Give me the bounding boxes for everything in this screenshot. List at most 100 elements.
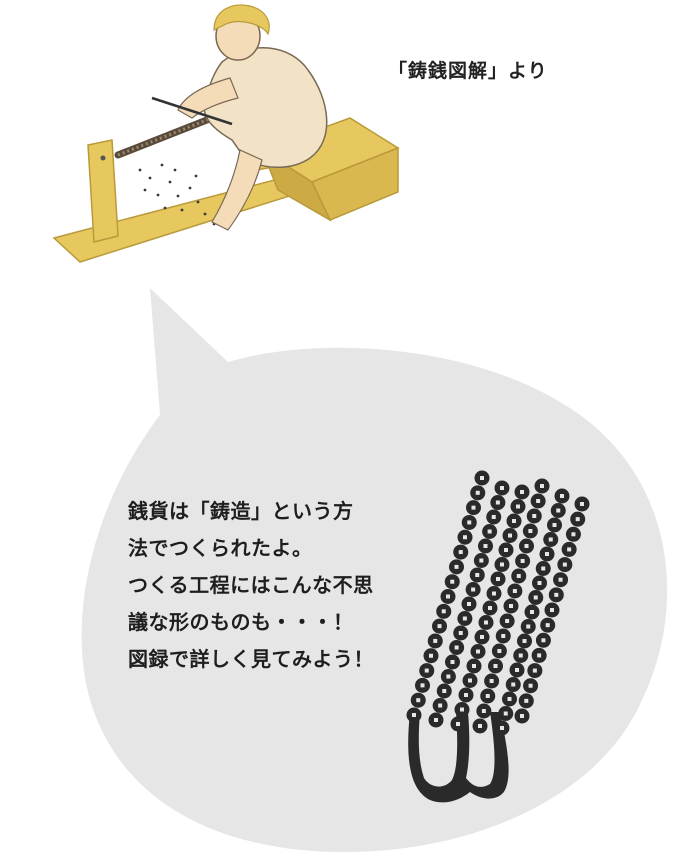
coin-hole [441,609,446,614]
coin-hole [488,606,492,610]
coin-hole [496,577,500,581]
coin-hole [533,595,538,600]
coin-hole [532,514,537,518]
coin-hole [528,529,533,533]
message-line: 議な形のものも・・・！ [128,610,354,634]
coin-hole [478,724,482,728]
coin-hole [433,638,438,643]
coin-hole [491,515,496,519]
file-tool [151,96,233,126]
coin-hole [462,616,467,621]
coin-hole [520,559,525,563]
coin-hole [495,500,500,505]
coin-hole [548,537,553,542]
coin-hole [508,533,512,538]
coin-hole [528,683,533,688]
worker-illustration-icon [52,4,400,263]
coin-hole [497,649,502,653]
coin-hole [450,660,455,664]
coin-hole [520,714,524,718]
coin-hole [552,523,557,527]
coin-hole [512,589,517,593]
coin-hole [512,519,516,523]
coin-hole [516,504,520,509]
coin-hole [540,484,544,488]
coin-hole [480,635,484,639]
coin-hole [481,709,486,713]
coin-hole [458,631,463,635]
coin-hole [492,591,496,596]
coin-hole [446,594,450,599]
coin-hole [530,610,534,614]
coin-hole [554,592,559,597]
coin-hole [507,697,512,701]
coin-hole [472,664,476,668]
message-line: 法でつくられたよ。 [128,536,313,560]
coin-hole [467,520,472,525]
coin-hole [463,535,467,540]
coin-hole [524,544,529,548]
coin-tree-icon [406,470,590,803]
bubble-message: 銭貨は「鋳造」という方 法でつくられたよ。 つくる工程にはこんな不思 議な形のも… [128,493,428,678]
coin-hole [550,608,554,612]
coin-hole [575,517,580,522]
coin-cluster [406,470,590,736]
coin-hole [556,508,561,513]
coin-hole [484,620,488,625]
coin-hole [456,722,460,726]
coin-hole [500,726,504,730]
coin-hole [438,703,443,708]
coin-hole [537,581,542,585]
coin-hole [511,682,516,687]
coin-hole [524,698,529,703]
message-line: 図録で詳しく見てみよう！ [128,647,374,671]
coin-hole [571,532,576,537]
coin-hole [476,649,480,654]
worker-arms [177,77,239,119]
coin-hole [560,494,564,498]
coin-hole [458,550,463,555]
coin-hole [450,579,455,584]
metal-filings [138,163,216,226]
coin-hole [460,707,464,712]
worker-robe [203,46,328,168]
coin-hole [504,548,508,552]
coin-hole [567,547,572,552]
coin-hole [468,678,472,683]
coin-hole [537,653,542,658]
coin-hole [480,476,484,480]
coin-hole [522,639,527,643]
coin-hole [518,653,523,658]
coin-hole [479,558,484,563]
source-caption: 「鋳銭図解」より [388,60,548,82]
coin-hole [416,698,421,703]
coin-tree-stem [408,712,509,803]
message-line: つくる工程にはこんな不思 [128,573,374,597]
coin-hole [471,587,476,592]
coin-hole [500,562,504,567]
coin-hole [437,624,442,629]
coin-hole [487,529,492,534]
coin-hole [442,689,447,693]
coin-hole [536,499,541,503]
coin-hole [580,502,584,506]
coin-hole [489,679,494,683]
coin-hole [505,619,510,623]
worker-hair [213,4,270,36]
coin-hole [412,713,416,717]
coin-hole [545,552,549,556]
coin-hole [475,573,480,577]
coin-hole [493,664,498,668]
coin-hole [454,564,459,569]
coin-hole [483,544,488,548]
coin-hole [562,562,567,567]
coin-hole [485,694,490,698]
coin-hole [516,574,521,578]
coin-hole [532,668,537,673]
coin-hole [545,623,550,628]
coin-hole [503,711,508,716]
coin-hole [429,653,433,658]
coin-hole [464,693,468,697]
coin-hole [520,490,524,494]
